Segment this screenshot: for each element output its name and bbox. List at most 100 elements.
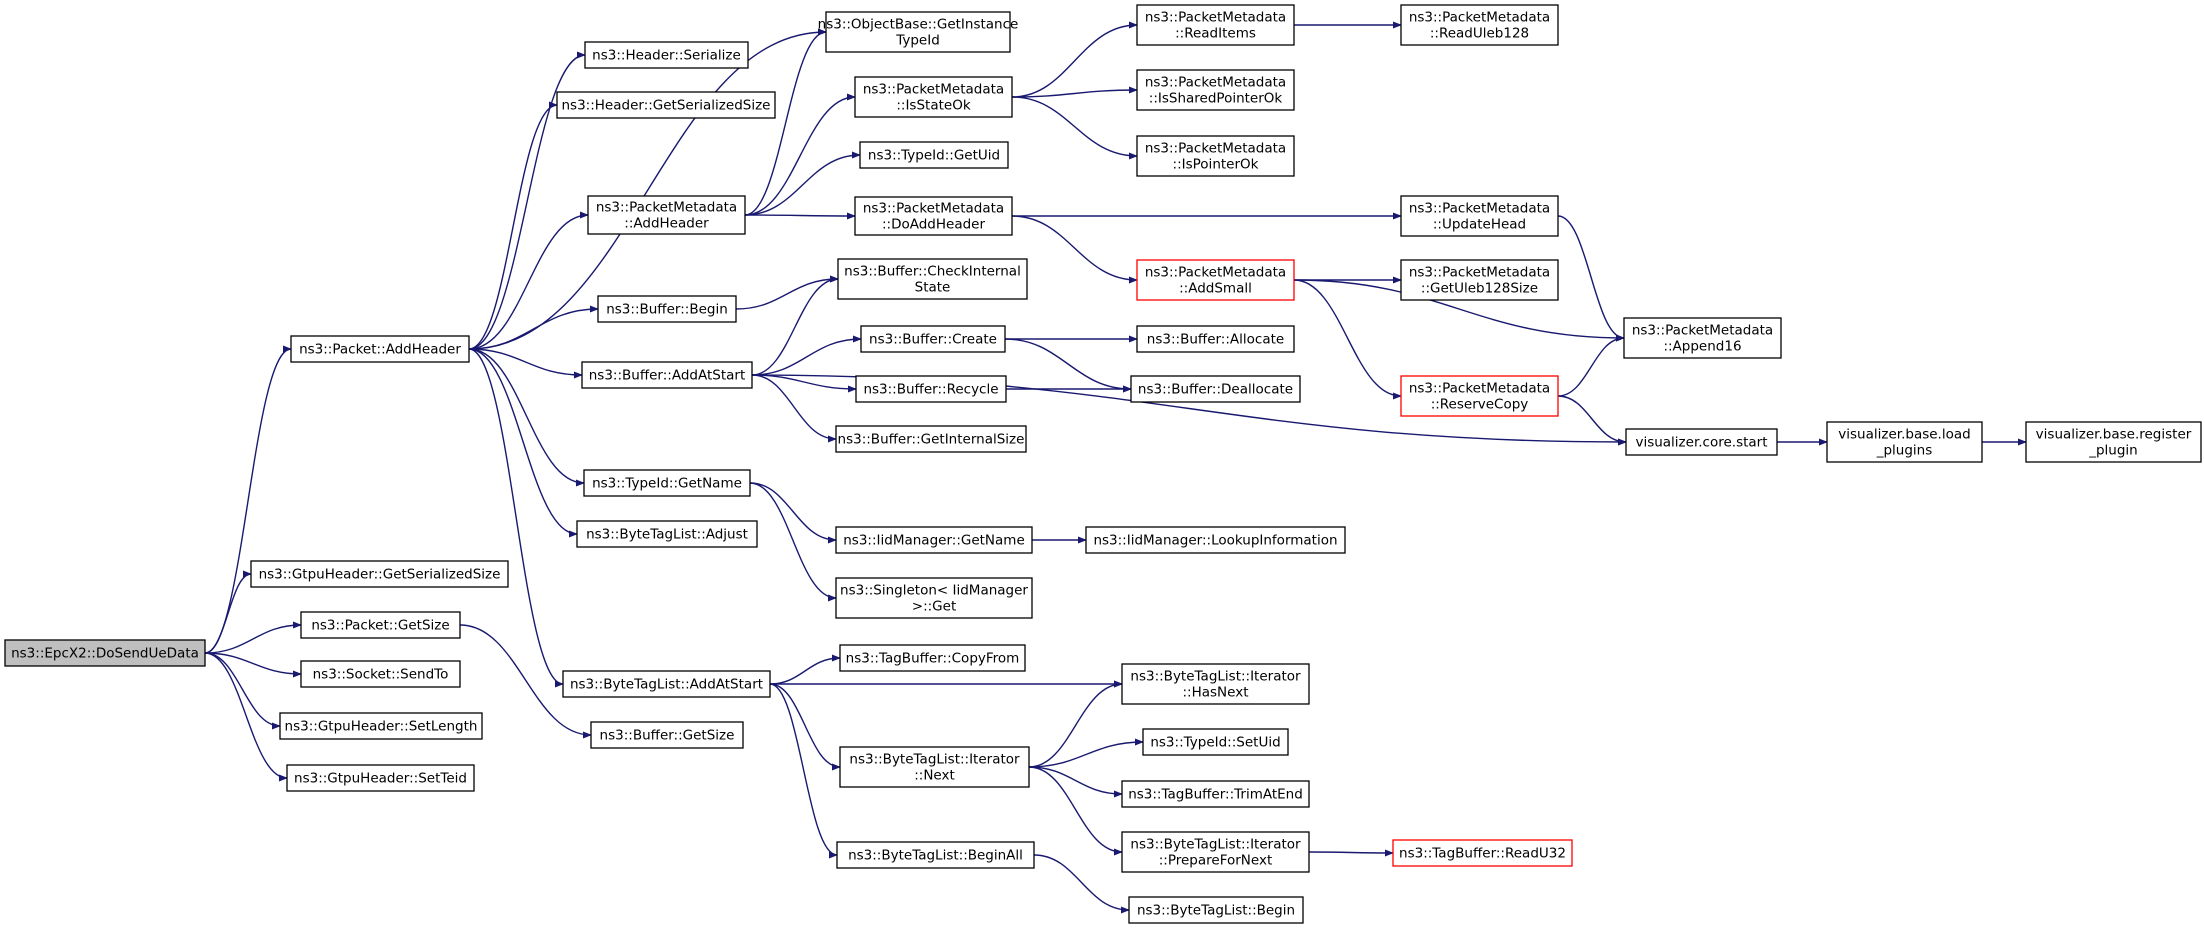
node-label: ::UpdateHead: [1433, 217, 1526, 233]
node-label: ns3::Buffer::GetInternalSize: [838, 432, 1025, 448]
node-label: visualizer.core.start: [1635, 435, 1767, 451]
node-label: ns3::PacketMetadata: [1145, 75, 1286, 91]
node-label: ns3::ByteTagList::Begin: [1137, 903, 1295, 919]
edge-root-to-gtpu-setlen: [204, 652, 281, 730]
node-buf-getsize[interactable]: ns3::Buffer::GetSize: [590, 721, 744, 749]
node-box: [859, 141, 1009, 169]
edge-pm-addheader-to-typeid-getuid: [744, 151, 861, 216]
edge-btl-addatstart-to-btli-next: [769, 683, 841, 771]
node-viz-register[interactable]: visualizer.base.register_plugin: [2025, 421, 2202, 463]
node-label: ::AddSmall: [1179, 281, 1252, 297]
edge-pm-updatehead-to-pm-append16: [1557, 215, 1625, 342]
node-singleton-get[interactable]: ns3::Singleton< IidManager>::Get: [835, 577, 1033, 619]
node-pm-doaddheader[interactable]: ns3::PacketMetadata::DoAddHeader: [854, 196, 1013, 236]
node-gtpu-setteid[interactable]: ns3::GtpuHeader::SetTeid: [286, 764, 475, 792]
node-box: [279, 712, 483, 740]
node-box: [597, 295, 737, 323]
node-gtpu-getser[interactable]: ns3::GtpuHeader::GetSerializedSize: [250, 560, 509, 588]
edge-btli-next-to-tb-trimatend: [1028, 766, 1123, 798]
node-box: [855, 375, 1007, 403]
edge-pkt-addheader-to-buf-begin: [468, 305, 599, 350]
node-label: ns3::GtpuHeader::SetLength: [285, 719, 478, 735]
node-label: ns3::PacketMetadata: [1145, 265, 1286, 281]
edge-btli-prepare-to-tb-readu32: [1308, 849, 1394, 857]
edge-buf-addatstart-to-buf-recycle: [751, 374, 857, 393]
node-btli-hasnext[interactable]: ns3::ByteTagList::Iterator::HasNext: [1121, 663, 1310, 705]
node-typeid-setuid[interactable]: ns3::TypeId::SetUid: [1142, 728, 1289, 756]
node-buf-recycle[interactable]: ns3::Buffer::Recycle: [855, 375, 1007, 403]
edge-pkt-addheader-to-hdr-getser: [468, 101, 558, 350]
node-pkt-getsize[interactable]: ns3::Packet::GetSize: [300, 611, 461, 639]
node-label: ns3::ObjectBase::GetInstance: [818, 17, 1019, 33]
node-box: [2025, 421, 2202, 463]
node-buf-getint[interactable]: ns3::Buffer::GetInternalSize: [835, 425, 1027, 453]
node-tb-trimatend[interactable]: ns3::TagBuffer::TrimAtEnd: [1121, 780, 1310, 808]
node-box: [1392, 839, 1573, 867]
node-typeid-getuid[interactable]: ns3::TypeId::GetUid: [859, 141, 1009, 169]
node-box: [1130, 375, 1301, 403]
node-viz-core-start[interactable]: visualizer.core.start: [1625, 428, 1778, 456]
node-pm-readitems[interactable]: ns3::PacketMetadata::ReadItems: [1136, 4, 1295, 46]
node-pm-getuleb[interactable]: ns3::PacketMetadata::GetUleb128Size: [1400, 259, 1559, 301]
edge-btli-next-to-typeid-setuid: [1028, 738, 1144, 768]
node-label: ::ReadUleb128: [1430, 26, 1529, 42]
node-box: [1826, 421, 1983, 463]
edge-buf-begin-to-buf-checkint: [735, 275, 839, 310]
node-btl-addatstart[interactable]: ns3::ByteTagList::AddAtStart: [562, 670, 771, 698]
node-sock-sendto[interactable]: ns3::Socket::SendTo: [300, 660, 461, 688]
node-root[interactable]: ns3::EpcX2::DoSendUeData: [4, 639, 206, 667]
node-buf-create[interactable]: ns3::Buffer::Create: [860, 325, 1006, 353]
node-buf-deallocate[interactable]: ns3::Buffer::Deallocate: [1130, 375, 1301, 403]
node-pkt-addheader[interactable]: ns3::Packet::AddHeader: [290, 335, 470, 363]
node-buf-begin[interactable]: ns3::Buffer::Begin: [597, 295, 737, 323]
node-hdr-getser[interactable]: ns3::Header::GetSerializedSize: [556, 91, 776, 119]
node-pm-append16[interactable]: ns3::PacketMetadata::Append16: [1623, 317, 1782, 359]
node-iid-lookup[interactable]: ns3::IidManager::LookupInformation: [1085, 526, 1346, 554]
node-pm-addheader[interactable]: ns3::PacketMetadata::AddHeader: [587, 195, 746, 235]
node-label: ns3::Packet::GetSize: [311, 618, 449, 634]
node-hdr-serialize[interactable]: ns3::Header::Serialize: [584, 41, 749, 69]
node-box: [590, 721, 744, 749]
node-btli-next[interactable]: ns3::ByteTagList::Iterator::Next: [839, 746, 1030, 788]
node-btl-begin[interactable]: ns3::ByteTagList::Begin: [1128, 896, 1304, 924]
node-label: ns3::Buffer::Allocate: [1147, 332, 1284, 348]
node-box: [1142, 728, 1289, 756]
node-label: ns3::ByteTagList::AddAtStart: [570, 677, 763, 693]
node-box: [837, 258, 1028, 300]
node-label: ns3::Buffer::Recycle: [863, 382, 998, 398]
node-pm-isptr[interactable]: ns3::PacketMetadata::IsPointerOk: [1136, 135, 1295, 177]
node-label: ::HasNext: [1182, 685, 1248, 701]
node-viz-load[interactable]: visualizer.base.load_plugins: [1826, 421, 1983, 463]
node-label: ns3::PacketMetadata: [1409, 10, 1550, 26]
node-box: [835, 425, 1027, 453]
edge-buf-addatstart-to-buf-create: [751, 335, 862, 376]
node-buf-addatstart[interactable]: ns3::Buffer::AddAtStart: [581, 361, 753, 389]
node-label: ::IsSharedPointerOk: [1149, 91, 1283, 107]
node-pm-readuleb[interactable]: ns3::PacketMetadata::ReadUleb128: [1400, 4, 1559, 46]
node-tb-copyfrom[interactable]: ns3::TagBuffer::CopyFrom: [839, 644, 1026, 672]
node-gtpu-setlen[interactable]: ns3::GtpuHeader::SetLength: [279, 712, 483, 740]
node-btl-adjust[interactable]: ns3::ByteTagList::Adjust: [576, 520, 758, 548]
node-box: [1400, 259, 1559, 301]
node-btl-beginall[interactable]: ns3::ByteTagList::BeginAll: [836, 841, 1035, 869]
edge-pkt-addheader-to-hdr-serialize: [468, 51, 586, 350]
node-pm-isstateok[interactable]: ns3::PacketMetadata::IsStateOk: [854, 76, 1013, 118]
node-pm-updatehead[interactable]: ns3::PacketMetadata::UpdateHead: [1400, 195, 1559, 237]
node-box: [825, 11, 1011, 53]
node-box: [290, 335, 470, 363]
node-label: ns3::ByteTagList::Adjust: [586, 527, 748, 543]
node-box: [250, 560, 509, 588]
node-typeid-getname[interactable]: ns3::TypeId::GetName: [583, 469, 751, 497]
node-pm-addsmall[interactable]: ns3::PacketMetadata::AddSmall: [1136, 259, 1295, 301]
node-pm-issharedptr[interactable]: ns3::PacketMetadata::IsSharedPointerOk: [1136, 69, 1295, 111]
node-tb-readu32[interactable]: ns3::TagBuffer::ReadU32: [1392, 839, 1573, 867]
node-buf-allocate[interactable]: ns3::Buffer::Allocate: [1136, 325, 1295, 353]
node-box: [584, 41, 749, 69]
node-label: ns3::PacketMetadata: [1409, 381, 1550, 397]
node-iid-getname[interactable]: ns3::IidManager::GetName: [835, 526, 1033, 554]
node-btli-prepare[interactable]: ns3::ByteTagList::Iterator::PrepareForNe…: [1121, 831, 1310, 873]
node-label: ns3::TypeId::GetUid: [868, 148, 1000, 164]
node-pm-reservecopy[interactable]: ns3::PacketMetadata::ReserveCopy: [1400, 375, 1559, 417]
